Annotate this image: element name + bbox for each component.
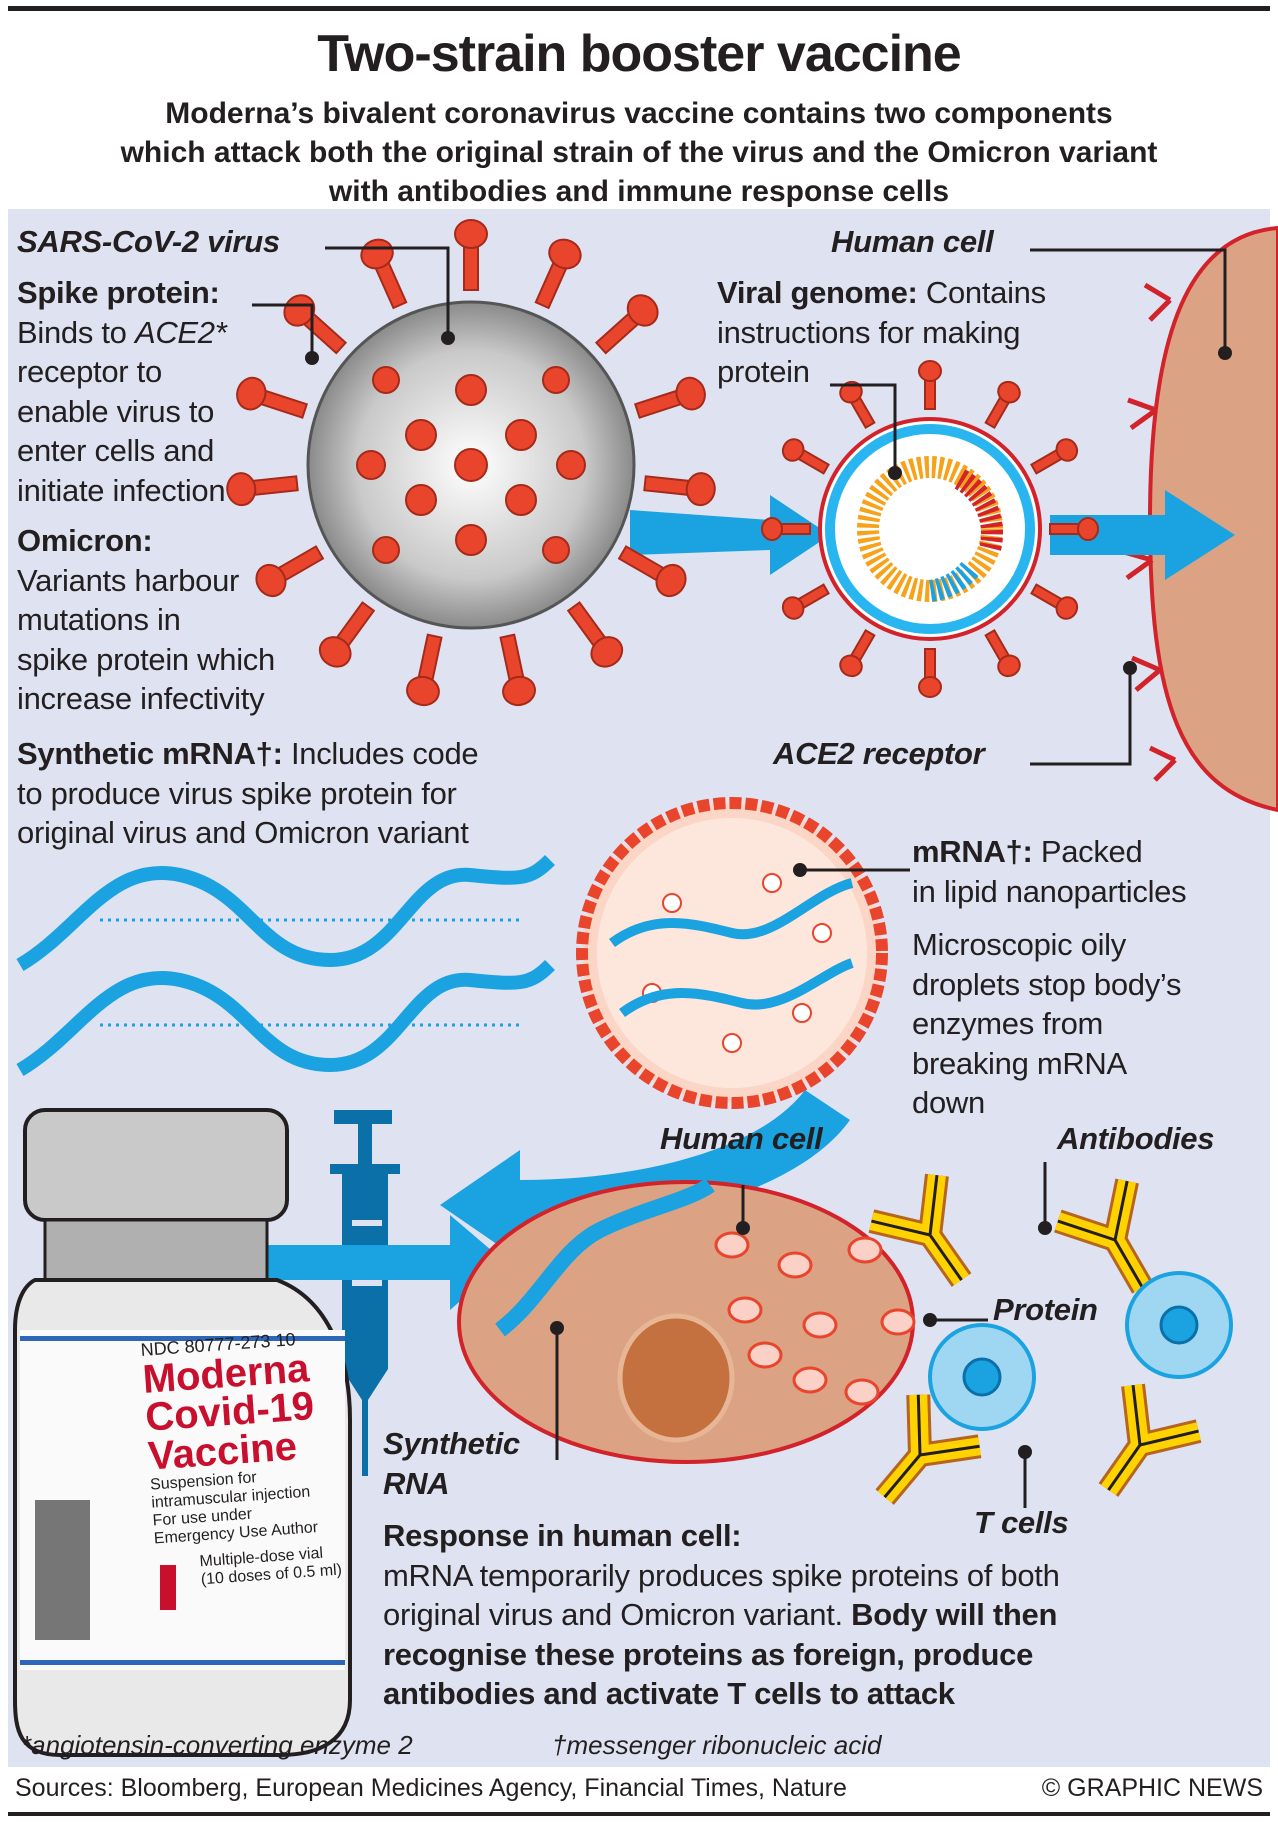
response-line: recognise these proteins as foreign, pro… xyxy=(383,1636,1034,1672)
sars-cov-2-virus xyxy=(224,219,718,709)
subtitle-line: Moderna’s bivalent coronavirus vaccine c… xyxy=(165,97,1113,130)
arrow-genome-to-cell xyxy=(1050,490,1235,580)
response-line: mRNA temporarily produces spike proteins… xyxy=(383,1557,1060,1593)
viral-genome-line: Viral genome: Contains xyxy=(717,273,1046,313)
synthetic-mrna-rest: Includes code xyxy=(282,736,479,771)
label-sars-cov-2: SARS-CoV-2 virus xyxy=(17,224,280,259)
omicron-text: Omicron: Variants harbour mutations in s… xyxy=(17,521,275,719)
mrna-packed-line: in lipid nanoparticles xyxy=(912,873,1187,909)
spike-line: enter cells and xyxy=(17,433,215,468)
subtitle-line: which attack both the original strain of… xyxy=(120,136,1158,169)
leader-sars xyxy=(325,246,450,335)
mrna-desc-line: enzymes from xyxy=(912,1006,1104,1041)
omicron-heading: Omicron: xyxy=(17,523,153,558)
vaccine-vial xyxy=(13,1108,352,1757)
viral-genome-rest: Contains xyxy=(917,275,1046,310)
synthetic-rna-line: Synthetic xyxy=(383,1426,520,1461)
sources: Sources: Bloomberg, European Medicines A… xyxy=(15,1774,847,1802)
arrow-to-cell xyxy=(260,1215,505,1310)
synthetic-rna-line: RNA xyxy=(383,1465,450,1501)
mrna-packed-rest: Packed xyxy=(1032,834,1143,869)
mrna-desc-line: breaking mRNA xyxy=(912,1045,1127,1081)
page-title: Two-strain booster vaccine xyxy=(317,25,961,83)
viral-genome-line: protein xyxy=(717,354,810,389)
response-line: original virus and Omicron variant. Body… xyxy=(383,1595,1060,1635)
lipid-nanoparticle xyxy=(576,797,888,1109)
label-human-cell-lower: Human cell xyxy=(660,1121,823,1156)
spike-line: receptor to xyxy=(17,354,162,389)
response-line: antibodies and activate T cells to attac… xyxy=(383,1676,955,1711)
synthetic-mrna-line: original virus and Omicron variant xyxy=(17,815,469,850)
mrna-packed-text: mRNA†: Packed in lipid nanoparticles Mic… xyxy=(912,832,1187,1123)
mrna-desc-line: down xyxy=(912,1085,985,1120)
spike-protein-text: Spike protein: Binds to ACE2* receptor t… xyxy=(17,273,227,510)
spike-line: enable virus to xyxy=(17,393,215,429)
mrna-desc-line: droplets stop body’s xyxy=(912,966,1182,1002)
leader-genome xyxy=(830,383,897,470)
response-line-bold: Body will then xyxy=(851,1597,1058,1632)
leader-spike xyxy=(252,303,314,355)
spike-line: initiate infection xyxy=(17,472,226,508)
bottom-rule xyxy=(8,1812,1270,1816)
credit: © GRAPHIC NEWS xyxy=(1041,1774,1263,1802)
spike-heading: Spike protein: xyxy=(17,275,220,310)
omicron-line: mutations in xyxy=(17,602,181,637)
footnote-mrna: †messenger ribonucleic acid xyxy=(552,1730,882,1760)
label-protein: Protein xyxy=(993,1292,1098,1327)
mrna-packed-line: mRNA†: Packed xyxy=(912,832,1186,872)
synthetic-mrna-heading: Synthetic mRNA†: xyxy=(17,736,283,771)
response-line-plain: original virus and Omicron variant. xyxy=(383,1597,852,1632)
mrna-packed-heading: mRNA†: xyxy=(912,834,1033,869)
footnote-ace2: *angiotensin-converting enzyme 2 xyxy=(21,1730,413,1760)
viral-genome-heading: Viral genome: xyxy=(717,275,918,310)
leader-ace2 xyxy=(1030,672,1132,766)
omicron-line: Variants harbour xyxy=(17,562,240,598)
viral-genome-line: instructions for making xyxy=(717,314,1021,350)
omicron-line: increase infectivity xyxy=(17,681,265,716)
mrna-strands xyxy=(16,854,555,1077)
t-cell xyxy=(928,1323,1036,1431)
mrna-bases xyxy=(100,918,520,1027)
subtitle: Moderna’s bivalent coronavirus vaccine c… xyxy=(0,94,1278,211)
viral-genome-text: Viral genome: Contains instructions for … xyxy=(717,273,1046,392)
synthetic-mrna-text: Synthetic mRNA†: Includes code to produc… xyxy=(17,734,479,853)
response-text: Response in human cell: mRNA temporarily… xyxy=(383,1516,1060,1714)
t-cell xyxy=(1125,1271,1233,1379)
spike-line-text: Binds to xyxy=(17,314,135,350)
human-cell-lower xyxy=(457,1178,916,1464)
label-t-cells: T cells xyxy=(974,1505,1069,1540)
mrna-desc-line: Microscopic oily xyxy=(912,927,1126,962)
label-ace2-receptor: ACE2 receptor xyxy=(773,736,985,771)
label-human-cell-top: Human cell xyxy=(831,224,994,259)
virus-genome-cross-section xyxy=(761,360,1099,698)
spike-line: Binds to ACE2* xyxy=(17,313,227,353)
label-antibodies: Antibodies xyxy=(1057,1121,1215,1156)
subtitle-line: with antibodies and immune response cell… xyxy=(328,175,950,208)
leader-human-cell xyxy=(1030,248,1227,350)
omicron-line: spike protein which xyxy=(17,641,275,677)
arrow-virus-to-cell xyxy=(630,495,830,575)
response-heading: Response in human cell: xyxy=(383,1518,742,1553)
antibody xyxy=(1076,1385,1199,1513)
synthetic-mrna-line: to produce virus spike protein for xyxy=(17,775,457,811)
ace2-term: ACE2* xyxy=(134,314,227,350)
synthetic-mrna-line: Synthetic mRNA†: Includes code xyxy=(17,734,479,774)
top-rule xyxy=(8,6,1270,11)
label-synthetic-rna: Synthetic RNA xyxy=(383,1424,520,1503)
vial-label: NDC 80777-273 10 Moderna Covid-19 Vaccin… xyxy=(140,1327,343,1592)
